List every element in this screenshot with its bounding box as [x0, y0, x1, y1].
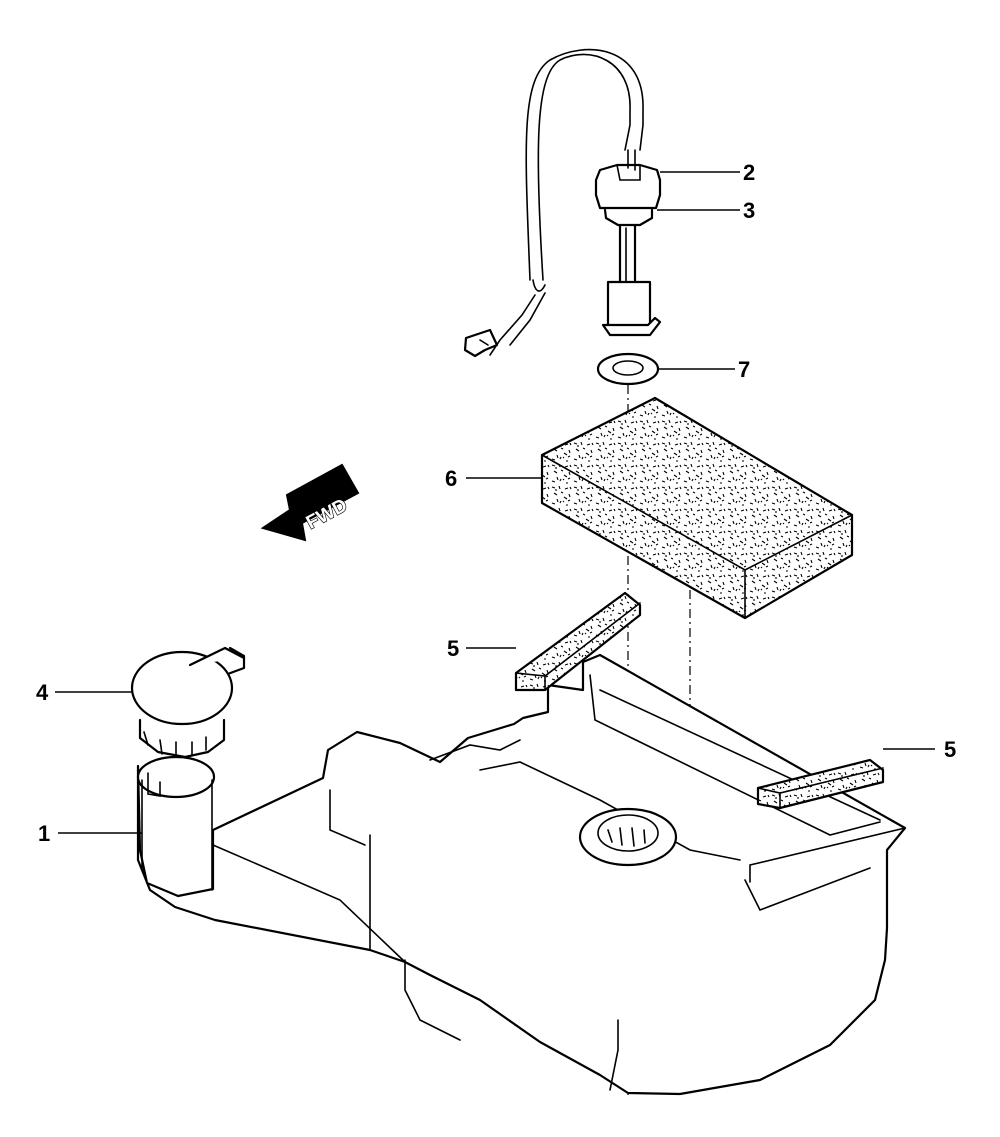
callout-leaders: [55, 171, 935, 834]
foam-pad-right: [756, 758, 885, 810]
level-sender-unit: [463, 48, 662, 358]
forward-direction-arrow: FWD: [260, 463, 360, 542]
callout-2: 2: [743, 160, 755, 185]
foam-block: [540, 396, 854, 620]
callout-5-left: 5: [447, 636, 459, 661]
oil-tank: [136, 653, 907, 1096]
callout-4: 4: [36, 680, 49, 705]
callout-5-right: 5: [944, 737, 956, 762]
callout-7: 7: [738, 357, 750, 382]
callout-1: 1: [38, 821, 50, 846]
gasket-ring: [596, 352, 660, 386]
foam-pad-left: [514, 591, 642, 692]
callout-6: 6: [445, 466, 457, 491]
filler-cap: [130, 646, 246, 759]
callout-3: 3: [743, 198, 755, 223]
